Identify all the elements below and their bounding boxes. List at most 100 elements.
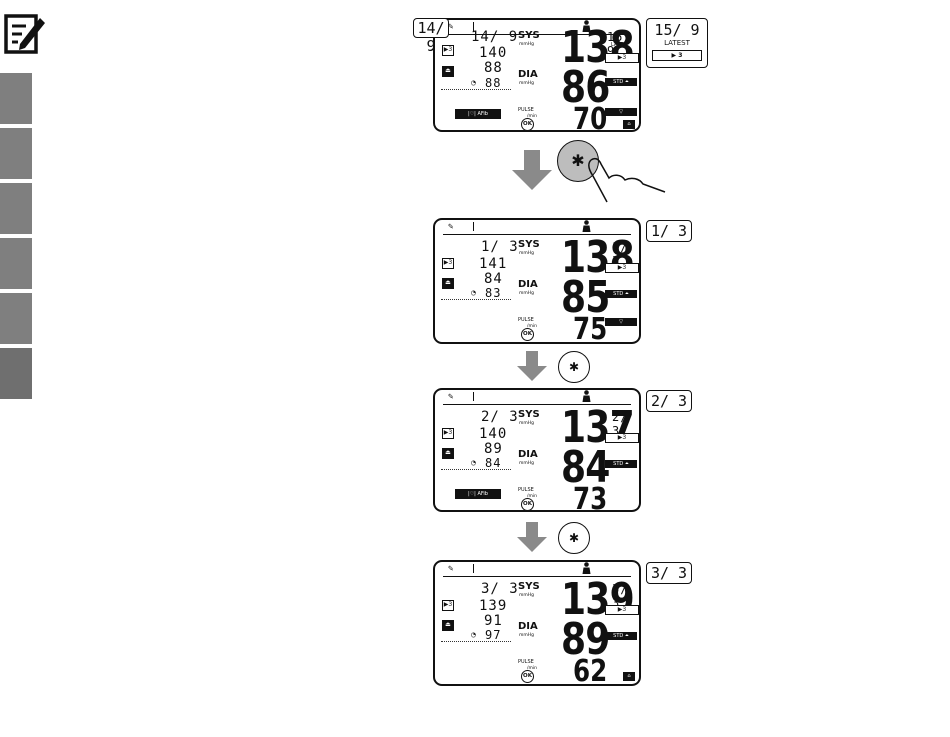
avg-sys-value: 141	[479, 256, 508, 272]
avg-date: 1/ 3	[481, 239, 519, 255]
std-indicator: STD ⏶	[605, 78, 637, 86]
section-tab-1[interactable]	[0, 73, 32, 124]
avg-play-icon: ▶3	[442, 600, 454, 611]
dia-label: DIA	[518, 279, 538, 290]
sys-label: SYS	[518, 239, 540, 250]
heart-rate-icon: ◔	[471, 458, 476, 467]
home-indicator: ⌂	[623, 672, 635, 681]
down-arrow-icon	[517, 351, 547, 381]
current-date: 15/ 9	[607, 30, 632, 58]
pulse-value: 75	[573, 312, 608, 347]
memo-icon: ✎	[448, 22, 454, 32]
avg-play-icon: ▶3	[442, 428, 454, 439]
callout-date-1: 14/ 9	[413, 18, 449, 55]
bluetooth-button[interactable]: ✱	[558, 522, 590, 554]
section-tabs	[0, 73, 32, 403]
latest-callout: 15/ 9 LATEST ▶ 3	[646, 18, 708, 68]
dia-unit: mmHg	[519, 291, 535, 296]
avg-play-icon: ▶3	[442, 45, 454, 56]
section-tab-3[interactable]	[0, 183, 32, 234]
avg-sys-value: 140	[479, 45, 508, 61]
heart-rate-icon: ◔	[471, 288, 476, 297]
dia-label: DIA	[518, 449, 538, 460]
pulse-label: PULSE	[518, 659, 534, 665]
avg-pulse-value: 83	[485, 286, 502, 300]
avg-dia-value: 84	[484, 271, 503, 287]
heart-rate-icon: ◔	[471, 630, 476, 639]
heart-rate-icon: ◔	[471, 78, 476, 87]
sys-label: SYS	[518, 409, 540, 420]
lcd-panel-1: ✎ 14/ 9 ▶3 140 ⏏ 88 ◔ 88 |♡| AFib SYS mm…	[433, 18, 641, 137]
callout-date-3: 2/ 3	[646, 390, 692, 412]
play-button[interactable]: ▶3	[605, 53, 639, 63]
lcd-panel-2: ✎ 1/ 3 ▶3 141 ⏏ 84 ◔ 83 SYS mmHg 138 1/ …	[433, 218, 641, 347]
ok-icon: OK	[521, 118, 534, 131]
current-date: 2/ 3	[612, 410, 629, 438]
std-indicator: STD ⏶	[605, 290, 637, 298]
lcd-divider	[473, 222, 474, 231]
person-icon	[582, 220, 591, 232]
dia-value: 86	[561, 62, 610, 113]
avg-pulse-value: 84	[485, 456, 502, 470]
dia-unit: mmHg	[519, 633, 535, 638]
pulse-unit: /min	[527, 324, 538, 329]
sys-label: SYS	[518, 30, 540, 41]
avg-sys-value: 139	[479, 598, 508, 614]
pulse-unit: /min	[527, 666, 538, 671]
avg-dia-value: 91	[484, 613, 503, 629]
pulse-value: 70	[573, 102, 608, 137]
dia-label: DIA	[518, 69, 538, 80]
avg-sys-value: 140	[479, 426, 508, 442]
pulse-unit: /min	[527, 114, 538, 119]
bluetooth-button[interactable]: ✱	[558, 351, 590, 383]
section-tab-4[interactable]	[0, 238, 32, 289]
pulse-label: PULSE	[518, 317, 534, 323]
person-icon	[582, 390, 591, 402]
pulse-value: 62	[573, 654, 608, 689]
eject-icon: ⏏	[442, 620, 454, 631]
avg-play-icon: ▶3	[442, 258, 454, 269]
callout-date-4: 3/ 3	[646, 562, 692, 584]
memo-icon: ✎	[448, 392, 454, 402]
person-icon	[582, 562, 591, 574]
std-indicator: STD ⏶	[605, 460, 637, 468]
play-button[interactable]: ▶3	[605, 263, 639, 273]
eject-icon: ⏏	[442, 448, 454, 459]
person-icon	[582, 20, 591, 32]
latest-callout-date: 15/ 9	[654, 21, 700, 39]
note-edit-icon	[4, 14, 45, 54]
lcd-panel-3: ✎ 2/ 3 ▶3 140 ⏏ 89 ◔ 84 |♡| AFib SYS mmH…	[433, 388, 641, 515]
current-date: 3/ 3	[612, 582, 629, 610]
hand-press-icon	[588, 157, 666, 203]
avg-date: 14/ 9	[471, 29, 519, 45]
section-tab-5[interactable]	[0, 293, 32, 344]
sys-unit: mmHg	[519, 421, 535, 426]
section-tab-6[interactable]	[0, 348, 32, 399]
current-date: 1/ 3	[612, 240, 629, 268]
down-arrow-icon	[517, 522, 547, 552]
home-indicator: ⌂	[623, 120, 635, 129]
cuff-indicator: ▽	[605, 318, 637, 326]
pulse-label: PULSE	[518, 487, 534, 493]
latest-callout-play: ▶ 3	[652, 50, 702, 61]
callout-date-2: 1/ 3	[646, 220, 692, 242]
eject-icon: ⏏	[442, 278, 454, 289]
play-button[interactable]: ▶3	[605, 605, 639, 615]
avg-date: 3/ 3	[481, 581, 519, 597]
avg-date: 2/ 3	[481, 409, 519, 425]
afib-indicator: |♡| AFib	[455, 489, 501, 499]
dia-unit: mmHg	[519, 461, 535, 466]
play-button[interactable]: ▶3	[605, 433, 639, 443]
avg-dia-value: 89	[484, 441, 503, 457]
ok-icon: OK	[521, 670, 534, 683]
sys-unit: mmHg	[519, 251, 535, 256]
dia-label: DIA	[518, 621, 538, 632]
eject-icon: ⏏	[442, 66, 454, 77]
lcd-panel-4: ✎ 3/ 3 ▶3 139 ⏏ 91 ◔ 97 SYS mmHg 139 3/ …	[433, 560, 641, 689]
lcd-divider	[473, 392, 474, 401]
section-tab-2[interactable]	[0, 128, 32, 179]
pulse-unit: /min	[527, 494, 538, 499]
dia-unit: mmHg	[519, 81, 535, 86]
ok-icon: OK	[521, 498, 534, 511]
afib-indicator: |♡| AFib	[455, 109, 501, 119]
